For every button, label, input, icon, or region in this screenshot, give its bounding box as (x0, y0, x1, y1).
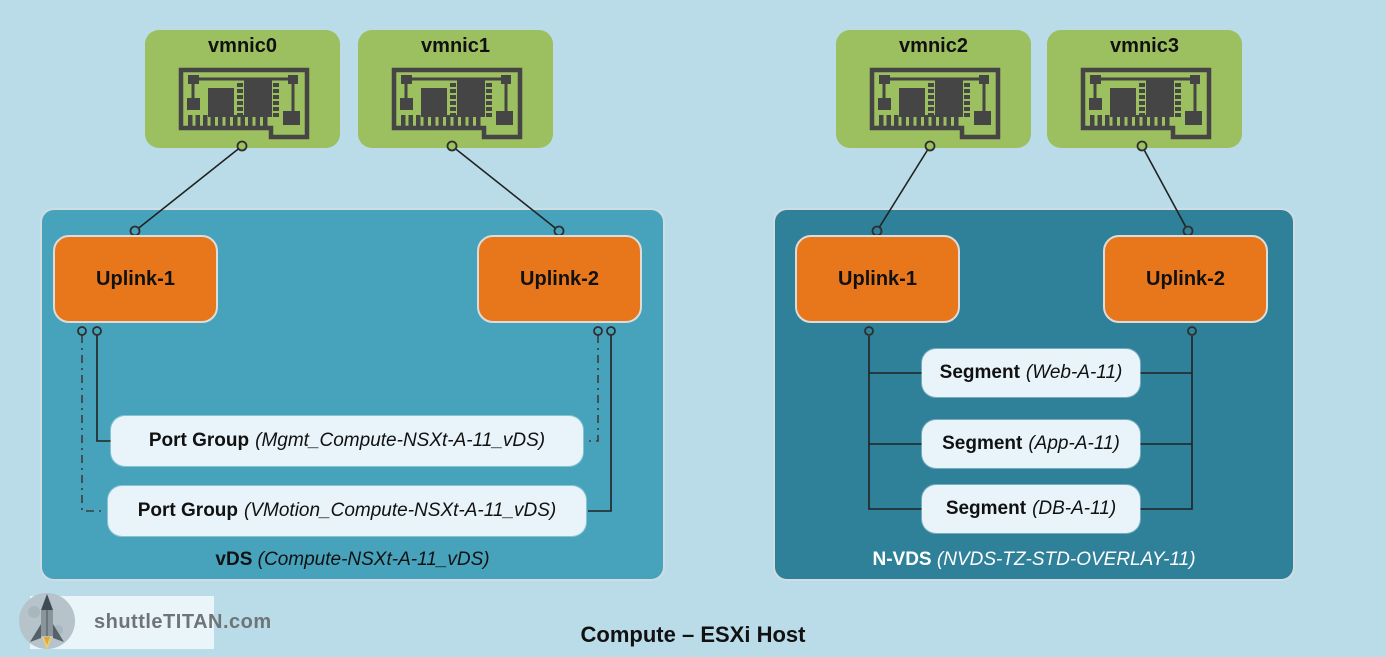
portgroup-mgmt-name: (Mgmt_Compute-NSXt-A-11_vDS) (255, 430, 546, 451)
segment-db-type: Segment (945, 498, 1027, 519)
vmnic1-box: vmnic1 (358, 30, 553, 148)
vds-label: vDS (Compute-NSXt-A-11_vDS) (42, 549, 663, 571)
vds-uplink-1: Uplink-1 (53, 235, 218, 323)
segment-app-name: (App-A-11) (1028, 433, 1120, 454)
shuttle-rocket-icon (19, 593, 75, 650)
nvds-label-detail: (NVDS-TZ-STD-OVERLAY-11) (936, 549, 1196, 570)
nic-card-icon (869, 67, 1001, 141)
nic-card-icon (391, 67, 523, 141)
segment-web-type: Segment (939, 362, 1020, 383)
portgroup-mgmt: Port Group (Mgmt_Compute-NSXt-A-11_vDS) (111, 416, 583, 466)
vmnic0-box: vmnic0 (145, 30, 340, 148)
vmnic2-label: vmnic2 (899, 35, 968, 57)
vmnic3-label: vmnic3 (1110, 35, 1179, 57)
segment-app-type: Segment (942, 433, 1023, 454)
vmnic0-label: vmnic0 (208, 35, 277, 57)
segment-db: Segment (DB-A-11) (922, 485, 1140, 533)
segment-db-name: (DB-A-11) (1032, 498, 1117, 519)
vmnic1-label: vmnic1 (421, 35, 490, 57)
nvds-label: N-VDS (NVDS-TZ-STD-OVERLAY-11) (775, 549, 1293, 571)
vmnic2-box: vmnic2 (836, 30, 1031, 148)
vds-uplink-2: Uplink-2 (477, 235, 642, 323)
vmnic3-box: vmnic3 (1047, 30, 1242, 148)
nic-card-icon (1080, 67, 1212, 141)
portgroup-vmotion-type: Port Group (137, 500, 239, 521)
nic-card-icon (178, 67, 310, 141)
segment-app: Segment (App-A-11) (922, 420, 1140, 468)
portgroup-mgmt-type: Port Group (148, 430, 250, 451)
nvds-uplink-2: Uplink-2 (1103, 235, 1268, 323)
logo: shuttleTITAN.com (19, 593, 271, 650)
portgroup-vmotion: Port Group (VMotion_Compute-NSXt-A-11_vD… (108, 486, 586, 536)
segment-web: Segment (Web-A-11) (922, 349, 1140, 397)
logo-text: shuttleTITAN.com (94, 611, 272, 633)
vds-label-name: vDS (215, 549, 253, 570)
page-title: Compute – ESXi Host (580, 622, 806, 647)
portgroup-vmotion-name: (VMotion_Compute-NSXt-A-11_vDS) (244, 500, 557, 521)
segment-web-name: (Web-A-11) (1025, 362, 1123, 383)
vds-label-detail: (Compute-NSXt-A-11_vDS) (257, 549, 490, 570)
nvds-uplink-1: Uplink-1 (795, 235, 960, 323)
nvds-label-name: N-VDS (872, 549, 932, 570)
